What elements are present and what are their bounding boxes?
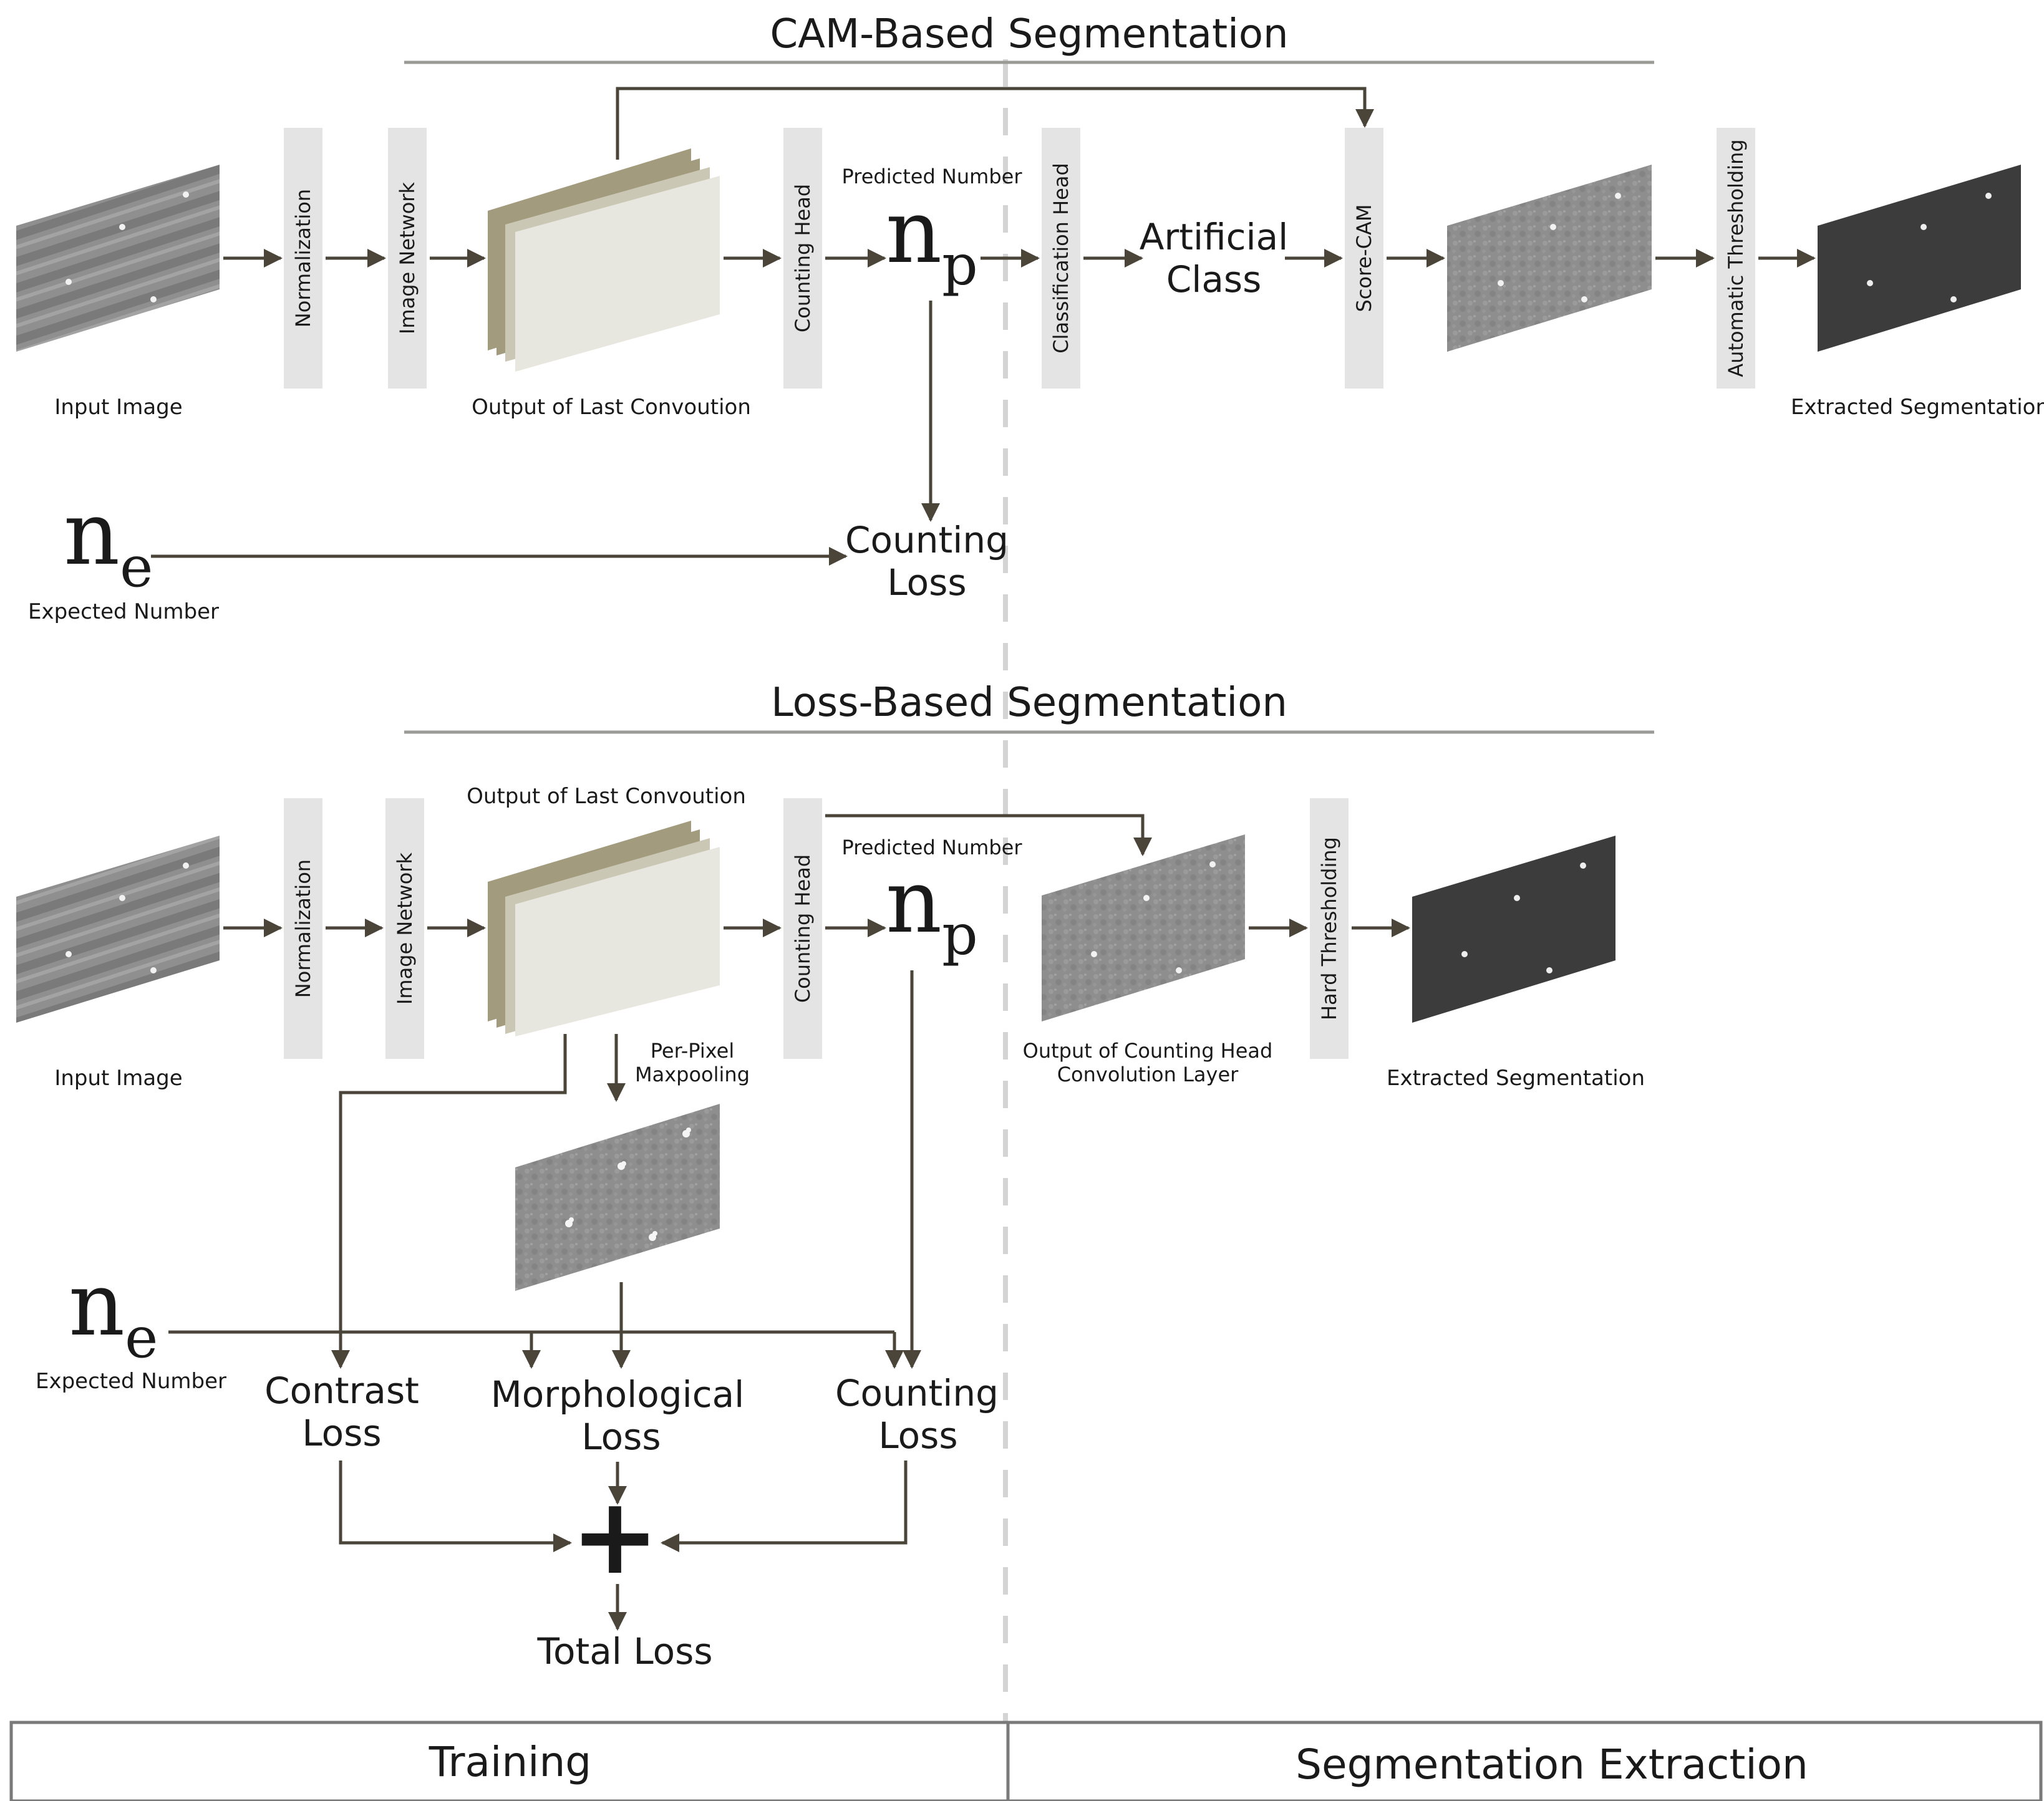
cam-title: CAM-Based Segmentation	[770, 11, 1288, 57]
cam-artificial-class-line2: Class	[1166, 258, 1262, 301]
loss-extracted-segmentation	[1412, 836, 1615, 1023]
cam-extracted-label: Extracted Segmentation	[1791, 395, 2044, 420]
cam-auto-threshold-label: Automatic Thresholding	[1724, 139, 1748, 377]
cam-input-image	[16, 165, 220, 352]
loss-counting-head-label: Counting Head	[791, 854, 815, 1003]
footer-training: Training	[429, 1738, 591, 1786]
loss-feature-maps	[488, 821, 720, 1036]
cam-counting-loss-line1: Counting	[845, 519, 1009, 561]
loss-image-network-label: Image Network	[393, 852, 417, 1005]
loss-extracted-label: Extracted Segmentation	[1387, 1066, 1645, 1091]
loss-hard-threshold-block	[1310, 798, 1349, 1059]
cam-image-network-label: Image Network	[395, 182, 419, 334]
cam-last-conv-label: Output of Last Convoution	[472, 395, 751, 420]
cam-image-network-block	[388, 128, 427, 389]
cam-normalization-label: Normalization	[291, 189, 315, 327]
cam-auto-threshold-block	[1717, 128, 1755, 389]
arrow	[825, 814, 1152, 856]
arrow	[331, 1034, 567, 1369]
contrast-loss-line2: Loss	[302, 1412, 381, 1454]
footer-frame	[9, 1721, 2043, 1801]
loss-last-conv-label: Output of Last Convoution	[467, 784, 746, 809]
contrast-loss-line1: Contrast	[264, 1369, 419, 1412]
loss-input-image	[16, 836, 220, 1023]
morphological-loss-line2: Loss	[581, 1416, 661, 1458]
loss-maxpool-map	[515, 1104, 720, 1291]
loss-counting-head-output-map	[1042, 834, 1245, 1021]
loss-count-head-out-line1: Output of Counting Head	[1023, 1039, 1273, 1063]
cam-extracted-segmentation	[1818, 165, 2021, 352]
total-loss-label: Total Loss	[536, 1630, 712, 1673]
cam-expected-number-label: Expected Number	[28, 599, 219, 624]
cam-np-symbol: np	[886, 181, 978, 298]
loss-normalization-block	[284, 798, 322, 1059]
cam-artificial-class-line1: Artificial	[1140, 216, 1289, 258]
morphological-loss-line1: Morphological	[491, 1373, 745, 1416]
loss-title: Loss-Based Segmentation	[771, 680, 1287, 726]
loss-image-network-block	[385, 798, 424, 1059]
plus-symbol: +	[571, 1475, 659, 1598]
cam-normalization-block	[284, 128, 322, 389]
loss-ne-symbol: ne	[69, 1254, 158, 1371]
skip-arrow	[616, 87, 1374, 160]
arrow	[661, 1461, 908, 1552]
loss-maxpool-line1: Per-Pixel	[651, 1039, 735, 1063]
footer-segmentation-extraction: Segmentation Extraction	[1296, 1741, 1808, 1789]
cam-classification-head-block	[1042, 128, 1080, 389]
cam-input-label: Input Image	[54, 395, 182, 420]
loss-normalization-label: Normalization	[291, 859, 315, 998]
counting-loss-line2: Loss	[878, 1414, 957, 1457]
loss-maxpool-line2: Maxpooling	[635, 1063, 750, 1086]
loss-predicted-number-label: Predicted Number	[842, 836, 1023, 859]
cam-predicted-number-label: Predicted Number	[842, 165, 1023, 188]
cam-ne-symbol: ne	[64, 483, 153, 600]
cam-score-cam-block	[1345, 128, 1383, 389]
cam-activation-map	[1447, 165, 1652, 352]
loss-expected-number-label: Expected Number	[36, 1369, 226, 1394]
cam-classification-head-label: Classification Head	[1049, 163, 1073, 354]
loss-counting-head-block	[783, 798, 822, 1059]
counting-loss-line1: Counting	[835, 1372, 999, 1414]
cam-counting-head-label: Counting Head	[791, 184, 815, 332]
cam-score-cam-label: Score-CAM	[1352, 204, 1376, 312]
loss-hard-threshold-label: Hard Thresholding	[1317, 837, 1341, 1020]
cam-feature-maps	[488, 148, 720, 372]
cam-counting-head-block	[783, 128, 822, 389]
cam-counting-loss-line2: Loss	[887, 561, 966, 604]
loss-count-head-out-line2: Convolution Layer	[1057, 1063, 1239, 1086]
arrow	[339, 1461, 572, 1552]
loss-input-label: Input Image	[54, 1066, 182, 1091]
loss-np-symbol: np	[886, 851, 978, 968]
